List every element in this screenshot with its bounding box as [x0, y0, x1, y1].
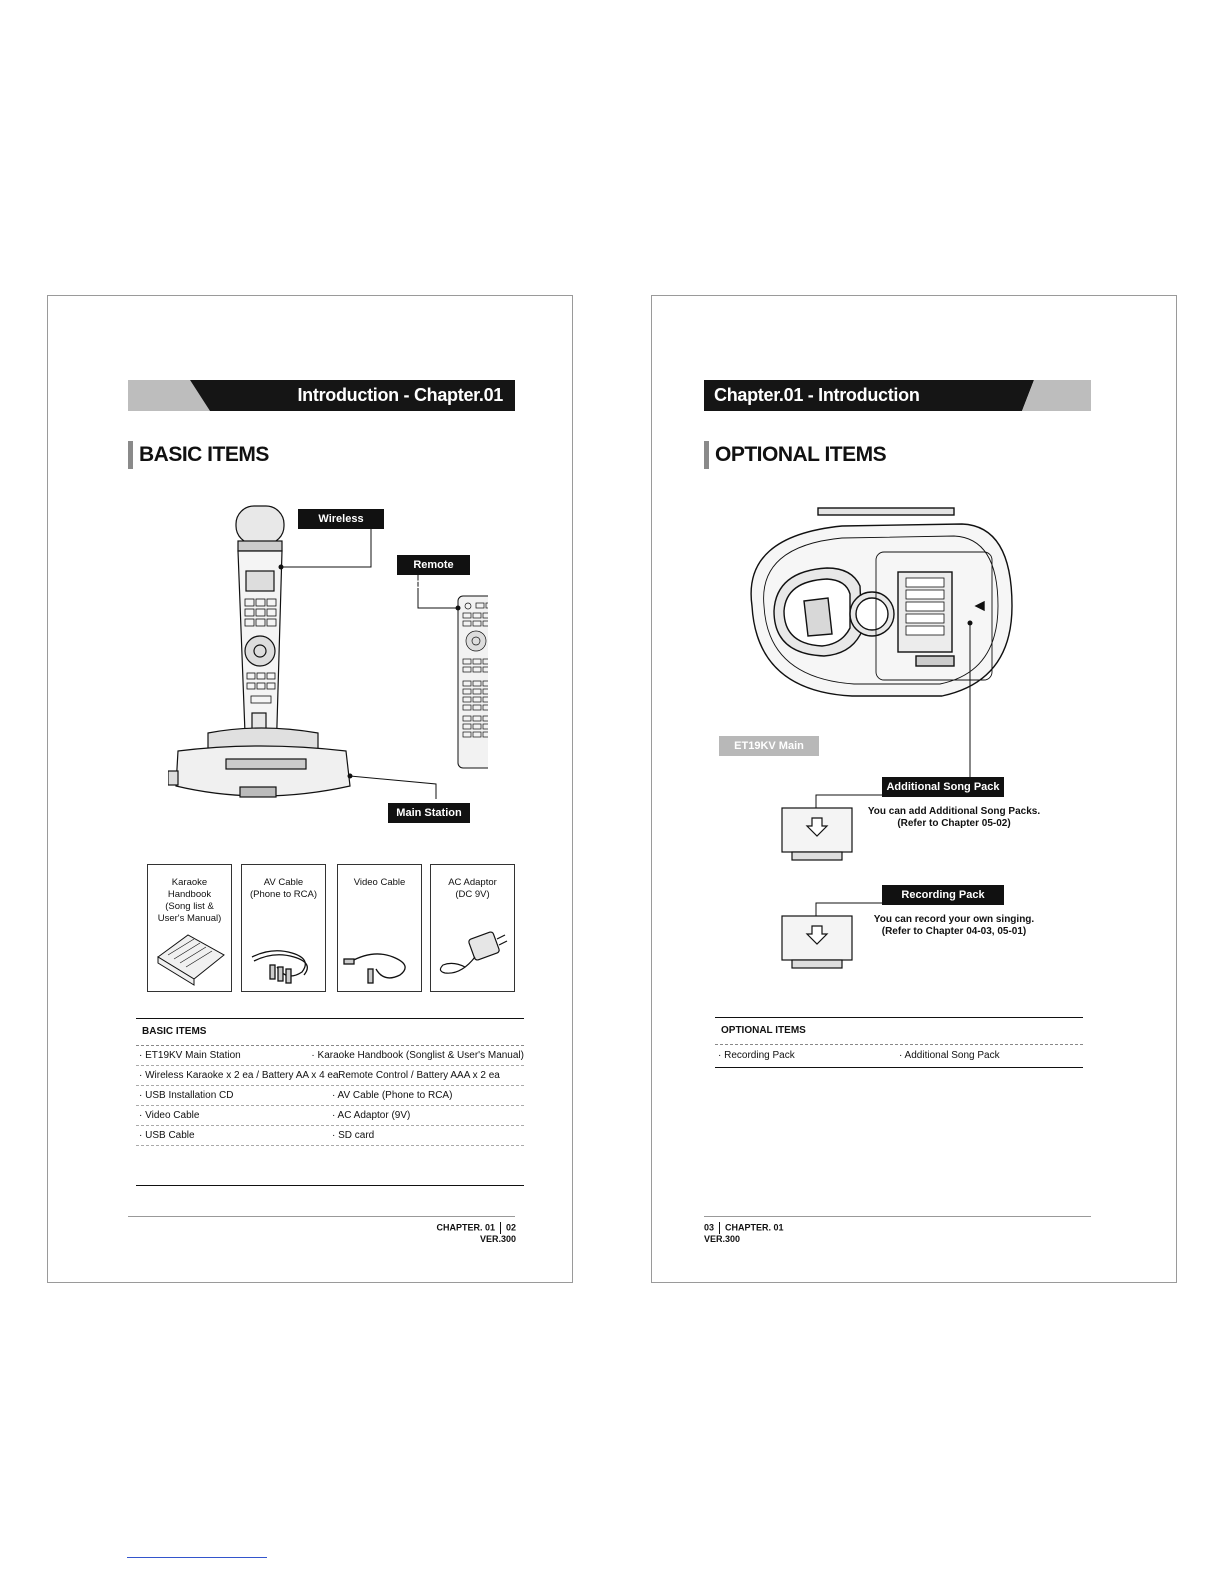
header-title: Chapter.01 - Introduction [714, 385, 920, 405]
optional-items-illustration [750, 507, 1013, 969]
table-cell: · SD card [332, 1130, 375, 1141]
accessory-label: AV Cable (Phone to RCA) [249, 877, 318, 900]
table-row: · USB Installation CD · AV Cable (Phone … [136, 1086, 524, 1106]
accessory-av-cable: AV Cable (Phone to RCA) [241, 864, 326, 992]
footer-separator [499, 1222, 501, 1234]
table-cell: · Additional Song Pack [899, 1050, 1000, 1061]
accessory-label: AC Adaptor (DC 9V) [448, 877, 497, 900]
callout-additional-song-pack: Additional Song Pack [882, 777, 1004, 797]
header-bar-graphic [704, 380, 1091, 411]
table-row: · Video Cable · AC Adaptor (9V) [136, 1106, 524, 1126]
footer-chapter: CHAPTER. 01 [436, 1222, 495, 1233]
song-pack-graphic [781, 807, 853, 861]
accessory-video-cable: Video Cable [337, 864, 422, 992]
callout-main-station: Main Station [388, 803, 470, 823]
callout-remote-control: Remote Control [397, 555, 470, 591]
table-cell: · ET19KV Main Station [139, 1050, 241, 1061]
table-title: OPTIONAL ITEMS [715, 1018, 1083, 1045]
table-row [136, 1146, 524, 1185]
callout-recording-pack: Recording Pack [882, 885, 1004, 905]
table-row: · Recording Pack · Additional Song Pack [715, 1045, 1083, 1067]
table-title: BASIC ITEMS [136, 1019, 524, 1046]
page-footer: 03 CHAPTER. 01 VER.300 [704, 1222, 784, 1245]
header-bar-graphic [128, 380, 515, 411]
page-number: 03 [704, 1222, 715, 1233]
song-pack-note: You can add Additional Song Packs. (Refe… [867, 806, 1041, 829]
section-title: OPTIONAL ITEMS [704, 441, 887, 469]
footer-chapter: CHAPTER. 01 [725, 1222, 784, 1233]
av-cable-icon [251, 950, 308, 984]
page-number: 02 [505, 1222, 516, 1233]
callout-main-station: ET19KV Main Station [719, 736, 819, 772]
table-row: · Wireless Karaoke x 2 ea / Battery AA x… [136, 1066, 524, 1086]
table-row: · ET19KV Main Station · Karaoke Handbook… [136, 1046, 524, 1066]
accessory-ac-adaptor: AC Adaptor (DC 9V) [430, 864, 515, 992]
chapter-header: Introduction - Chapter.01 [128, 380, 515, 411]
table-cell [136, 1146, 329, 1185]
basic-items-illustration [168, 505, 488, 799]
header-title: Introduction - Chapter.01 [297, 385, 503, 405]
table-cell: · Wireless Karaoke x 2 ea / Battery AA x… [139, 1070, 339, 1081]
table-row: · USB Cable · SD card [136, 1126, 524, 1146]
callout-wireless-karaoke: Wireless Karaoke [298, 509, 384, 545]
table-cell: · Remote Control / Battery AAA x 2 ea [332, 1070, 500, 1081]
table-cell: · AC Adaptor (9V) [332, 1110, 411, 1121]
recording-pack-note: You can record your own singing. (Refer … [873, 914, 1035, 937]
right-page: Chapter.01 - Introduction OPTIONAL ITEMS [651, 295, 1177, 1283]
table-cell: · Video Cable [139, 1110, 200, 1121]
remote-control-graphic [457, 595, 488, 769]
handbook-icon [157, 934, 225, 986]
left-page: Introduction - Chapter.01 BASIC ITEMS [47, 295, 573, 1283]
footer-version: VER.300 [704, 1234, 741, 1244]
link-underline[interactable] [127, 1557, 267, 1558]
table-cell: · Karaoke Handbook (Songlist & User's Ma… [311, 1050, 524, 1061]
main-station-topview-graphic [750, 507, 1013, 697]
main-station-graphic [168, 727, 351, 798]
wireless-karaoke-mic-graphic [235, 505, 285, 760]
video-cable-icon [343, 953, 406, 984]
table-cell: · AV Cable (Phone to RCA) [332, 1090, 453, 1101]
table-cell: · Recording Pack [718, 1050, 795, 1061]
page-footer: CHAPTER. 01 02 VER.300 [436, 1222, 516, 1245]
recording-pack-graphic [781, 915, 853, 969]
basic-items-table: BASIC ITEMS · ET19KV Main Station · Kara… [136, 1018, 524, 1186]
section-title: BASIC ITEMS [128, 441, 269, 469]
accessory-label: Video Cable [353, 877, 406, 888]
table-cell: · USB Installation CD [139, 1090, 234, 1101]
accessory-handbook: Karaoke Handbook (Song list & User's Man… [147, 864, 232, 992]
ac-adaptor-icon [439, 931, 508, 974]
table-cell [329, 1146, 332, 1185]
footer-rule [704, 1216, 1091, 1217]
chapter-header: Chapter.01 - Introduction [704, 380, 1091, 411]
footer-version: VER.300 [479, 1234, 516, 1244]
accessory-label: Karaoke Handbook (Song list & User's Man… [157, 877, 222, 924]
optional-items-table: OPTIONAL ITEMS · Recording Pack · Additi… [715, 1017, 1083, 1068]
footer-rule [128, 1216, 515, 1217]
footer-separator [719, 1222, 721, 1234]
table-cell: · USB Cable [139, 1130, 195, 1141]
